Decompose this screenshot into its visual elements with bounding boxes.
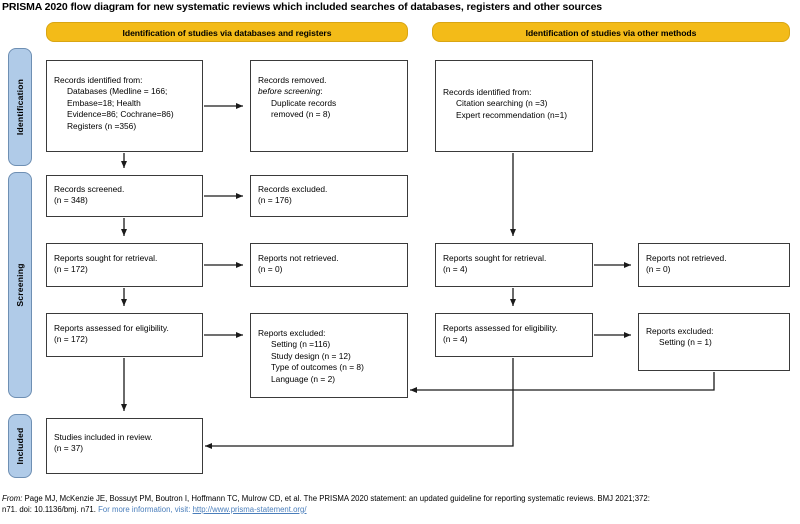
box-line: Embase=18; Health (67, 97, 141, 108)
box-line: Records removed. (258, 75, 327, 85)
box-reports-sought-for-retrieval-other: Reports sought for retrieval. (n = 4) (435, 243, 593, 287)
box-line-suffix: : (320, 86, 323, 97)
box-reports-assessed-for-eligibility: Reports assessed for eligibility. (n = 1… (46, 313, 203, 357)
box-line: Reports assessed for eligibility. (54, 323, 169, 333)
box-line: Language (n = 2) (271, 373, 336, 384)
box-line: (n = 37) (54, 443, 84, 454)
footer-citation: From: Page MJ, McKenzie JE, Bossuyt PM, … (2, 494, 798, 515)
box-line: Reports not retrieved. (258, 253, 339, 263)
stage-label-included: Included (8, 414, 32, 478)
box-line: Citation searching (n =3) (456, 98, 548, 109)
box-line: Reports excluded: (258, 328, 326, 338)
box-line: Studies included in review. (54, 432, 153, 442)
box-reports-not-retrieved-other: Reports not retrieved. (n = 0) (638, 243, 790, 287)
column-header-other-methods: Identification of studies via other meth… (432, 22, 790, 42)
box-studies-included-in-review: Studies included in review. (n = 37) (46, 418, 203, 474)
footer-citation-text: Page MJ, McKenzie JE, Bossuyt PM, Boutro… (24, 494, 650, 503)
stage-label-screening: Screening (8, 172, 32, 398)
box-records-identified-from: Records identified from: Databases (Medl… (46, 60, 203, 152)
box-line: (n = 172) (54, 334, 88, 345)
prisma-statement-link[interactable]: http://www.prisma-statement.org/ (192, 504, 307, 514)
box-line: Setting (n = 1) (659, 337, 712, 348)
box-line: (n = 4) (443, 334, 468, 345)
box-line: (n = 176) (258, 195, 292, 206)
arrow-other-assessed-to-included (205, 358, 514, 449)
box-line: Reports not retrieved. (646, 253, 727, 263)
box-line: (n = 172) (54, 264, 88, 275)
box-line: removed (n = 8) (271, 109, 331, 120)
box-line: (n = 4) (443, 264, 468, 275)
box-reports-not-retrieved: Reports not retrieved. (n = 0) (250, 243, 408, 287)
box-reports-excluded-other: Reports excluded: Setting (n = 1) (638, 313, 790, 371)
box-reports-assessed-for-eligibility-other: Reports assessed for eligibility. (n = 4… (435, 313, 593, 357)
box-line: (n = 0) (258, 264, 283, 275)
box-records-removed-before-screening: Records removed. before screening: Dupli… (250, 60, 408, 152)
box-line: Records identified from: (443, 87, 532, 97)
box-line: Expert recommendation (n=1) (456, 109, 568, 120)
footer-doi: n71. doi: 10.1136/bmj. n71. (2, 504, 96, 514)
box-line: Reports sought for retrieval. (443, 253, 547, 263)
page-title: PRISMA 2020 flow diagram for new systema… (2, 1, 603, 13)
stage-label-included-text: Included (15, 427, 25, 465)
box-line: Reports assessed for eligibility. (443, 323, 558, 333)
box-records-screened: Records screened. (n = 348) (46, 175, 203, 217)
stage-label-identification: Identification (8, 48, 32, 166)
box-line: Databases (Medline = 166; (67, 86, 168, 97)
box-line-italic: before screening (258, 86, 321, 97)
box-line: Records screened. (54, 184, 125, 194)
column-header-databases-registers: Identification of studies via databases … (46, 22, 408, 42)
box-reports-sought-for-retrieval: Reports sought for retrieval. (n = 172) (46, 243, 203, 287)
box-line: Setting (n =116) (271, 339, 331, 350)
box-line: (n = 348) (54, 195, 88, 206)
box-reports-excluded: Reports excluded: Setting (n =116) Study… (250, 313, 408, 398)
stage-label-identification-text: Identification (15, 78, 25, 136)
box-line: (n = 0) (646, 264, 671, 275)
box-line: Type of outcomes (n = 8) (271, 362, 364, 373)
box-line: Evidence=86; Cochrane=86) (67, 109, 174, 120)
box-line: Reports excluded: (646, 326, 714, 336)
box-line: Study design (n = 12) (271, 350, 351, 361)
box-records-excluded: Records excluded. (n = 176) (250, 175, 408, 217)
box-line: Reports sought for retrieval. (54, 253, 158, 263)
box-records-identified-other-methods: Records identified from: Citation search… (435, 60, 593, 152)
footer-more-info: For more information, visit: (98, 504, 191, 514)
box-line: Registers (n =356) (67, 120, 137, 131)
footer-from-label: From: (2, 494, 23, 503)
stage-label-screening-text: Screening (15, 263, 25, 307)
box-line: Records identified from: (54, 75, 143, 85)
box-line: Duplicate records (271, 97, 337, 108)
box-line: Records excluded. (258, 184, 328, 194)
arrow-other-excluded-to-excluded (410, 372, 715, 393)
